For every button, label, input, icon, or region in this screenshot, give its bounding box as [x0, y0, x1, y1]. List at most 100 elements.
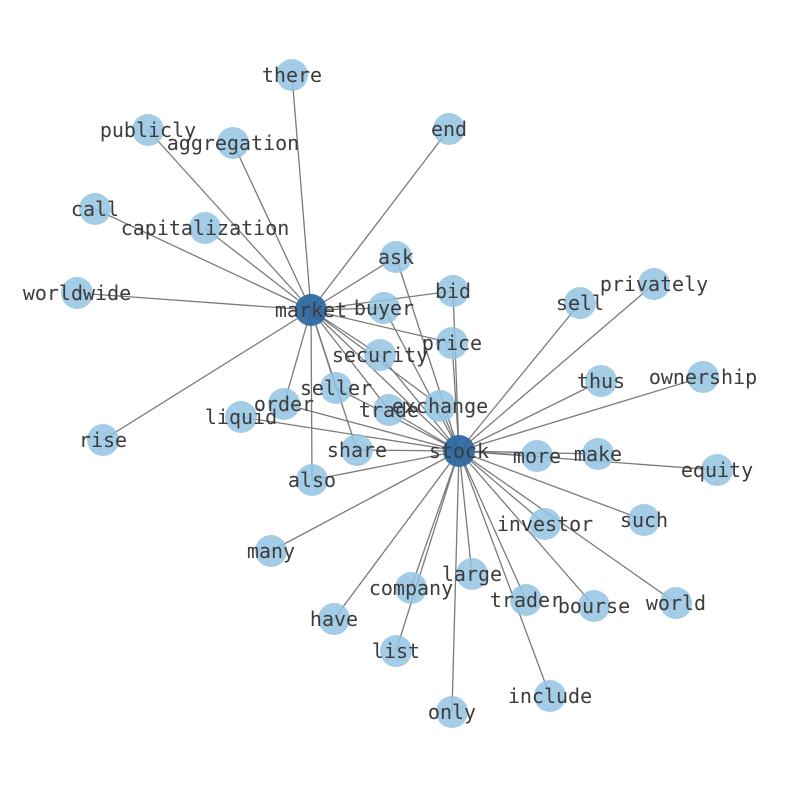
- node-equity: equity: [681, 454, 753, 486]
- edge-stock-share: [356, 449, 460, 452]
- node-circle-world: [660, 587, 692, 619]
- node-rise: rise: [79, 424, 127, 456]
- node-label-large: large: [442, 562, 502, 586]
- node-circle-trader: [510, 584, 542, 616]
- node-large: large: [442, 558, 502, 590]
- edge-stock-bourse: [458, 450, 595, 607]
- edge-stock-only: [451, 450, 460, 713]
- node-label-price: price: [422, 331, 482, 355]
- node-label-sell: sell: [556, 291, 604, 315]
- node-label-investor: investor: [497, 512, 593, 536]
- node-label-list: list: [372, 639, 420, 663]
- node-circle-market: [295, 294, 327, 326]
- node-circle-more: [521, 440, 553, 472]
- node-label-bid: bid: [435, 279, 471, 303]
- node-label-make: make: [574, 442, 622, 466]
- edge-stock-trader: [458, 450, 527, 601]
- node-circle-stock: [443, 435, 475, 467]
- node-circle-equity: [701, 454, 733, 486]
- node-label-such: such: [620, 508, 668, 532]
- node-circle-large: [456, 558, 488, 590]
- node-circle-worldwide: [61, 277, 93, 309]
- node-market: market: [275, 294, 347, 326]
- node-seller: seller: [300, 372, 372, 404]
- edge-stock-privately: [458, 283, 655, 452]
- node-label-order: order: [254, 392, 314, 416]
- edge-stock-order: [283, 403, 460, 452]
- edge-stock-investor: [458, 450, 546, 525]
- node-share: share: [327, 434, 387, 466]
- node-label-security: security: [332, 343, 428, 367]
- edge-stock-many: [270, 450, 460, 552]
- edge-stock-price: [451, 342, 460, 452]
- edge-market-worldwide: [76, 292, 312, 311]
- node-circle-privately: [638, 268, 670, 300]
- node-label-many: many: [247, 539, 295, 563]
- node-circle-make: [582, 438, 614, 470]
- node-circle-call: [79, 193, 111, 225]
- node-circle-share: [341, 434, 373, 466]
- edge-stock-also: [311, 450, 460, 481]
- node-label-rise: rise: [79, 428, 127, 452]
- edge-stock-security: [379, 354, 460, 452]
- node-ask: ask: [378, 241, 414, 273]
- edge-stock-list: [395, 450, 460, 652]
- node-worldwide: worldwide: [23, 277, 131, 309]
- node-liquid: liquid: [205, 401, 277, 433]
- node-label-also: also: [288, 468, 336, 492]
- node-company: company: [369, 572, 453, 604]
- node-label-ownership: ownership: [649, 365, 757, 389]
- node-sell: sell: [556, 287, 604, 319]
- node-circle-also: [296, 464, 328, 496]
- edge-market-there: [291, 74, 312, 311]
- node-make: make: [574, 438, 622, 470]
- node-such: such: [620, 504, 668, 536]
- edge-market-trade: [310, 309, 390, 411]
- node-end: end: [431, 113, 467, 145]
- node-bourse: bourse: [558, 590, 630, 622]
- node-include: include: [508, 680, 592, 712]
- node-call: call: [71, 193, 119, 225]
- node-circle-rise: [87, 424, 119, 456]
- node-thus: thus: [577, 365, 625, 397]
- edge-stock-have: [333, 450, 460, 620]
- node-label-market: market: [275, 298, 347, 322]
- node-circle-company: [395, 572, 427, 604]
- node-label-exchange: exchange: [392, 394, 488, 418]
- edge-market-end: [310, 128, 450, 311]
- node-label-company: company: [369, 576, 453, 600]
- node-label-include: include: [508, 684, 592, 708]
- edge-stock-large: [458, 450, 473, 575]
- node-label-bourse: bourse: [558, 594, 630, 618]
- node-circle-trade: [373, 394, 405, 426]
- node-label-more: more: [513, 444, 561, 468]
- node-circle-many: [255, 535, 287, 567]
- node-label-have: have: [310, 607, 358, 631]
- edge-stock-include: [458, 450, 551, 697]
- node-circle-order: [268, 388, 300, 420]
- node-trader: trader: [490, 584, 562, 616]
- node-circle-buyer: [368, 292, 400, 324]
- edge-market-stock: [310, 309, 460, 452]
- node-have: have: [310, 603, 358, 635]
- node-order: order: [254, 388, 314, 420]
- node-label-equity: equity: [681, 458, 753, 482]
- edge-market-price: [310, 309, 453, 344]
- edge-stock-buyer: [383, 307, 460, 452]
- node-investor: investor: [497, 508, 593, 540]
- node-label-ask: ask: [378, 245, 414, 269]
- node-label-seller: seller: [300, 376, 372, 400]
- node-buyer: buyer: [354, 292, 414, 324]
- node-exchange: exchange: [392, 390, 488, 422]
- node-label-aggregation: aggregation: [167, 131, 299, 155]
- edge-stock-world: [458, 450, 677, 604]
- node-label-end: end: [431, 117, 467, 141]
- nodes-layer: therepubliclyaggregationendcallcapitaliz…: [23, 59, 757, 728]
- node-there: there: [262, 59, 322, 91]
- node-capitalization: capitalization: [121, 212, 289, 244]
- node-circle-bid: [437, 275, 469, 307]
- node-label-call: call: [71, 197, 119, 221]
- edge-stock-ownership: [458, 376, 704, 452]
- node-label-thus: thus: [577, 369, 625, 393]
- node-label-trade: trade: [359, 398, 419, 422]
